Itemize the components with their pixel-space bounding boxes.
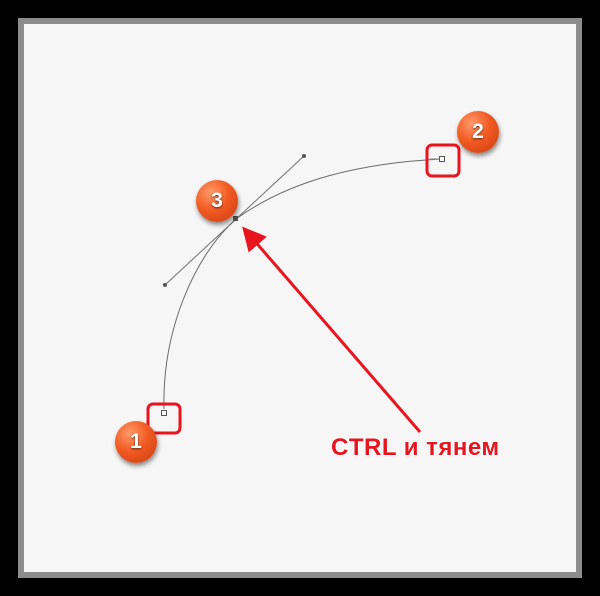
step-badge-1: 1 [115, 421, 157, 463]
direction-handle-point-lower[interactable] [163, 283, 167, 287]
pointer-arrow [242, 226, 422, 433]
step-badge-2-label: 2 [472, 120, 484, 143]
step-badge-2: 2 [457, 111, 499, 153]
highlight-box-anchor-2 [425, 143, 461, 178]
step-badge-1-label: 1 [130, 430, 142, 453]
instruction-caption: CTRL и тянем [331, 434, 500, 461]
anchor-point-middle[interactable] [233, 216, 238, 221]
direction-handle-point-upper[interactable] [302, 154, 306, 158]
anchor-point-start[interactable] [161, 410, 167, 416]
step-badge-3: 3 [196, 180, 238, 222]
step-badge-3-label: 3 [211, 189, 223, 212]
anchor-point-end[interactable] [439, 156, 445, 162]
highlight-box-anchor-1 [146, 402, 182, 435]
